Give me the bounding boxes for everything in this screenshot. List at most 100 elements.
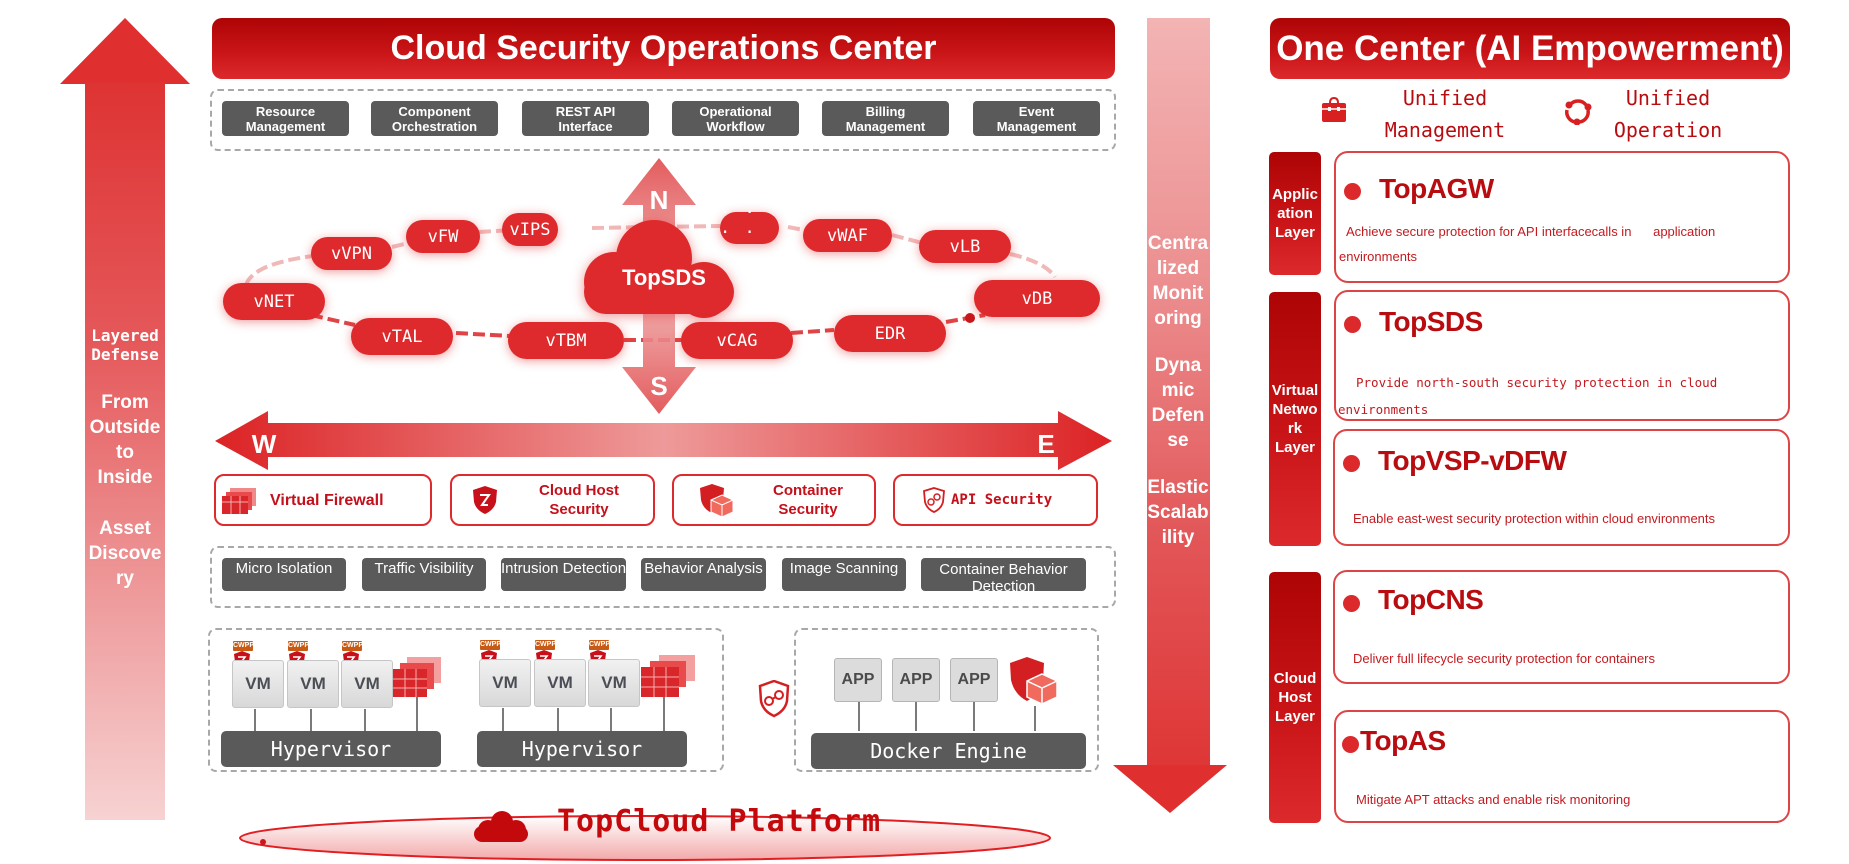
app-box[interactable]: APP (892, 658, 940, 702)
app-box[interactable]: APP (950, 658, 998, 702)
vm-hosts-group (208, 628, 724, 772)
docker-engine[interactable]: Docker Engine (811, 733, 1086, 769)
text-line: oring (1154, 308, 1202, 329)
text-line: Defense (91, 345, 159, 365)
card-cloud-host-security[interactable]: Cloud Host Security (450, 474, 655, 526)
node-label: vDB (1021, 288, 1053, 309)
vm-box[interactable]: VM (341, 660, 393, 708)
bullet-icon (1343, 595, 1360, 612)
link-vips-dots (591, 224, 721, 230)
container-host-group (794, 628, 1099, 772)
card-virtual-firewall[interactable]: Virtual Firewall (214, 474, 432, 526)
app-box[interactable]: APP (834, 658, 882, 702)
layer-line: Applic (1272, 186, 1318, 203)
node-vtbm[interactable]: vTBM (508, 322, 624, 359)
card-api-security[interactable]: API Security (893, 474, 1098, 526)
product-card-topsds[interactable]: TopSDS Provide north-south security prot… (1334, 290, 1790, 421)
connector (663, 697, 665, 731)
unified-line: Management (1384, 118, 1506, 142)
capability-container-behavior-detection[interactable]: Container Behavior Detection (921, 558, 1086, 591)
product-card-topcns[interactable]: TopCNS Deliver full lifecycle security p… (1333, 570, 1790, 684)
platform-ellipse (239, 815, 1051, 861)
node-vfw[interactable]: vFW (406, 220, 480, 253)
link-vlb-vdb (1009, 252, 1057, 279)
text-line: ry (116, 568, 134, 590)
connector (610, 708, 612, 731)
node-vlb[interactable]: vLB (919, 230, 1011, 263)
right-arrow-text: Centra lized Monit oring Dyna mic Defen … (1143, 231, 1213, 550)
cycle-icon (1565, 99, 1592, 125)
product-card-topas[interactable]: TopAS Mitigate APT attacks and enable ri… (1334, 710, 1790, 823)
service-label: Billing (865, 103, 906, 119)
arrow-text-elastic-scalability: Elastic Scalab ility (1143, 475, 1213, 550)
node-vwaf[interactable]: vWAF (803, 219, 892, 252)
capability-traffic-visibility[interactable]: Traffic Visibility (362, 558, 486, 591)
west-label: W (252, 429, 277, 459)
card-container-security[interactable]: Container Security (672, 474, 876, 526)
vm-box[interactable]: VM (232, 660, 284, 708)
capability-behavior-analysis[interactable]: Behavior Analysis (641, 558, 766, 591)
cwpp-tag: CWPP (288, 641, 309, 651)
product-name: TopAS (1360, 725, 1446, 756)
text-line: se (1167, 430, 1189, 451)
arrow-text-dynamic-defense: Dyna mic Defen se (1143, 353, 1213, 453)
ring-connections-lower (310, 313, 986, 342)
vm-label: VM (245, 674, 271, 693)
page-title: Cloud Security Operations Center (390, 29, 937, 67)
right-title-bar: One Center (AI Empowerment) (1270, 18, 1790, 79)
capability-micro-isolation[interactable]: Micro Isolation (222, 558, 346, 591)
capability-intrusion-detection[interactable]: Intrusion Detection (501, 558, 626, 591)
node-vnet[interactable]: vNET (223, 283, 325, 320)
bullet-icon (1342, 736, 1359, 753)
connector (416, 697, 418, 731)
layer-line: Layer (1274, 439, 1316, 456)
node-label: vTAL (381, 326, 423, 347)
connector (310, 709, 312, 731)
text-line: Centra (1147, 233, 1209, 254)
node-vtal[interactable]: vTAL (351, 318, 453, 355)
connector (973, 702, 975, 731)
node-vdb[interactable]: vDB (974, 280, 1100, 317)
link-vtal-vtbm (455, 331, 511, 338)
product-name: TopVSP-vDFW (1378, 445, 1567, 476)
node-label: vCAG (716, 330, 758, 351)
hypervisor-2[interactable]: Hypervisor (477, 731, 687, 767)
east-label: E (1037, 429, 1054, 459)
capability-label: Behavior Analysis (644, 560, 763, 577)
vm-box[interactable]: VM (534, 659, 586, 707)
topsds-cloud-icon (584, 220, 734, 318)
platform-cloud-icon (474, 811, 528, 842)
capabilities-group (210, 546, 1116, 608)
hypervisor-1[interactable]: Hypervisor (221, 731, 441, 767)
node-more[interactable]: . . . . . (720, 198, 779, 258)
node-edr[interactable]: EDR (834, 315, 946, 352)
service-label: Event (1018, 103, 1055, 119)
platform-label: TopCloud Platform (557, 804, 882, 839)
product-card-topvsp-vdfw[interactable]: TopVSP-vDFW Enable east-west security pr… (1333, 429, 1790, 546)
vm-box[interactable]: VM (588, 659, 640, 707)
layer-line: Cloud (1273, 670, 1317, 687)
unified-line: Unified (1625, 86, 1711, 110)
text-line: Discove (88, 543, 162, 565)
layer-line: Layer (1274, 224, 1316, 241)
vm-box[interactable]: VM (479, 659, 531, 707)
unified-line: Operation (1613, 118, 1723, 142)
cwpp-tag: CWPP (480, 640, 501, 650)
node-vips[interactable]: vIPS (502, 213, 558, 246)
node-vcag[interactable]: vCAG (681, 322, 793, 359)
service-label: Management (245, 118, 326, 134)
capability-image-scanning[interactable]: Image Scanning (782, 558, 906, 591)
connector (254, 709, 256, 731)
product-card-topagw[interactable]: TopAGW Achieve secure protection for API… (1334, 151, 1790, 283)
vm-box[interactable]: VM (287, 660, 339, 708)
node-vvpn[interactable]: vVPN (311, 237, 392, 270)
toolbox-icon (1322, 97, 1346, 122)
